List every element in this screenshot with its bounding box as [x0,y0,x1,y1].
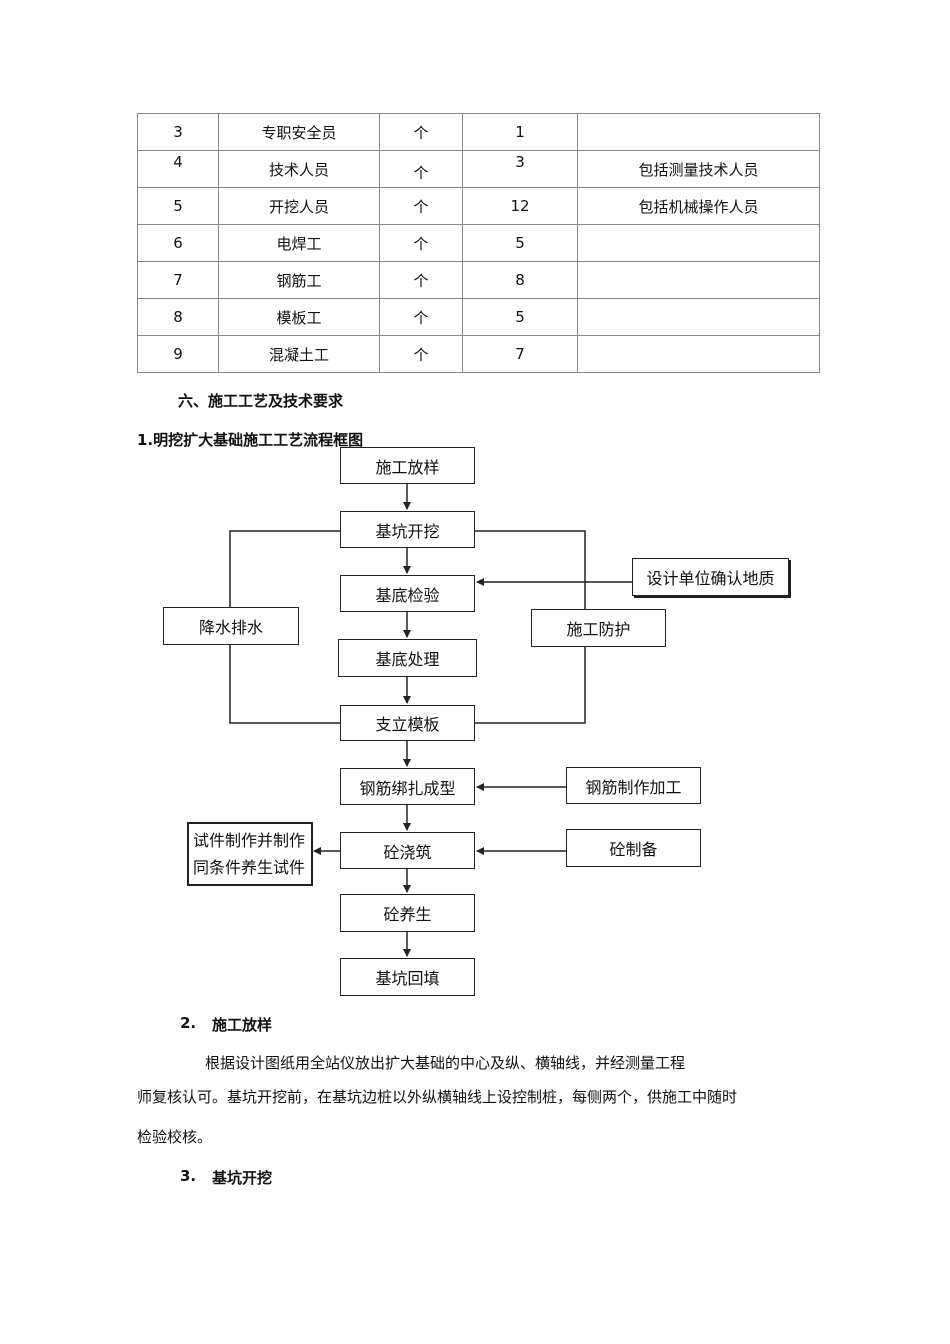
table-cell: 个 [379,298,463,336]
flow-design-confirm-box: 设计单位确认地质 [632,558,789,596]
section-2-heading: 施工放样 [212,1016,273,1034]
table-cell: 个 [379,224,463,262]
table-cell: 技术人员 [218,150,380,188]
table-cell [577,335,820,373]
flow-step-concrete-pouring: 砼浇筑 [340,832,475,869]
section-2-paragraph-line-1: 根据设计图纸用全站仪放出扩大基础的中心及纵、横轴线，并经测量工程 [205,1054,686,1072]
table-row: 9 混凝土工 个 7 [137,335,820,373]
table-cell [577,224,820,262]
staff-table: 3 专职安全员 个 1 4 技术人员 个 3 包括测量技术人员 5 开挖人员 个… [137,113,820,373]
table-row: 6 电焊工 个 5 [137,224,820,262]
table-row: 7 钢筋工 个 8 [137,261,820,299]
flow-step-excavation: 基坑开挖 [340,511,475,548]
flowchart-heading: 1.明挖扩大基础施工工艺流程框图 [137,431,364,449]
table-cell: 9 [137,335,219,373]
table-cell: 混凝土工 [218,335,380,373]
table-cell: 3 [462,150,578,188]
table-cell: 7 [462,335,578,373]
flow-step-concrete-curing: 砼养生 [340,894,475,932]
flow-step-base-treatment: 基底处理 [338,639,477,677]
table-row: 5 开挖人员 个 12 包括机械操作人员 [137,187,820,225]
table-cell: 个 [379,150,463,188]
section-6-heading: 六、施工工艺及技术要求 [178,392,344,410]
table-cell: 开挖人员 [218,187,380,225]
flow-step-base-inspection: 基底检验 [340,575,475,612]
table-cell [577,113,820,151]
section-2-paragraph-line-2: 师复核认可。基坑开挖前，在基坑边桩以外纵横轴线上设控制桩，每侧两个，供施工中随时 [137,1088,738,1106]
table-row: 3 专职安全员 个 1 [137,113,820,151]
flow-test-line-1: 试件制作并制作 [193,831,306,850]
flow-rebar-process-box: 钢筋制作加工 [566,767,701,804]
flow-drainage-box: 降水排水 [163,607,299,645]
table-cell [577,298,820,336]
table-cell: 钢筋工 [218,261,380,299]
table-cell: 电焊工 [218,224,380,262]
table-cell: 5 [462,298,578,336]
section-3-heading: 基坑开挖 [212,1169,273,1187]
flow-step-formwork: 支立模板 [340,705,475,741]
table-cell: 包括机械操作人员 [577,187,820,225]
flow-test-specimen-box: 试件制作并制作 同条件养生试件 [187,822,313,886]
table-cell: 8 [462,261,578,299]
flow-concrete-prep-box: 砼制备 [566,829,701,867]
flow-test-line-2: 同条件养生试件 [193,858,306,877]
table-cell: 6 [137,224,219,262]
section-3-number: 3. [180,1167,197,1185]
flow-protection-box: 施工防护 [531,609,666,647]
flow-step-layout: 施工放样 [340,447,475,484]
table-row: 4 技术人员 个 3 包括测量技术人员 [137,150,820,188]
flow-step-backfill: 基坑回填 [340,958,475,996]
table-cell: 个 [379,261,463,299]
section-2-paragraph-line-3: 检验校核。 [137,1128,213,1146]
table-cell: 个 [379,335,463,373]
flow-step-rebar-binding: 钢筋绑扎成型 [340,768,475,805]
section-2-number: 2. [180,1014,197,1032]
